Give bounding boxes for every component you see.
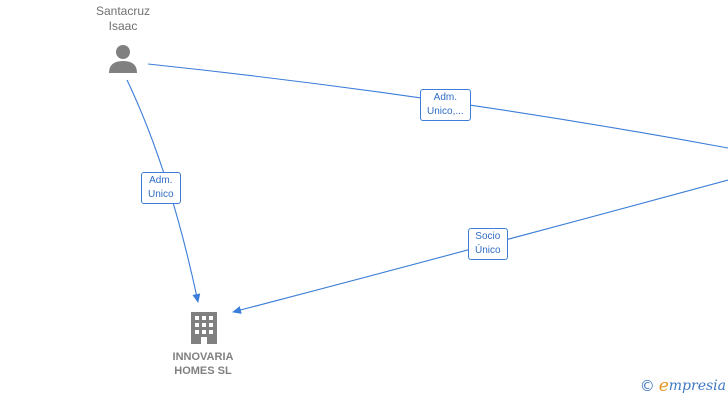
- company-name-label[interactable]: INNOVARIA HOMES SL: [172, 351, 234, 377]
- person-name-label[interactable]: Santacruz Isaac: [95, 4, 151, 33]
- brand-name: mpresia: [668, 378, 726, 394]
- edge-label-adm-unico-right: Adm. Unico,...: [420, 89, 471, 121]
- empresia-logo: © e mpresia: [640, 376, 726, 396]
- edge-label-adm-unico: Adm. Unico: [141, 172, 181, 204]
- edge-label-socio-unico: Socio Único: [468, 228, 508, 260]
- building-icon[interactable]: [191, 312, 217, 344]
- copyright-icon: ©: [639, 377, 655, 395]
- brand-first-letter: e: [658, 376, 669, 396]
- person-icon[interactable]: [109, 45, 137, 73]
